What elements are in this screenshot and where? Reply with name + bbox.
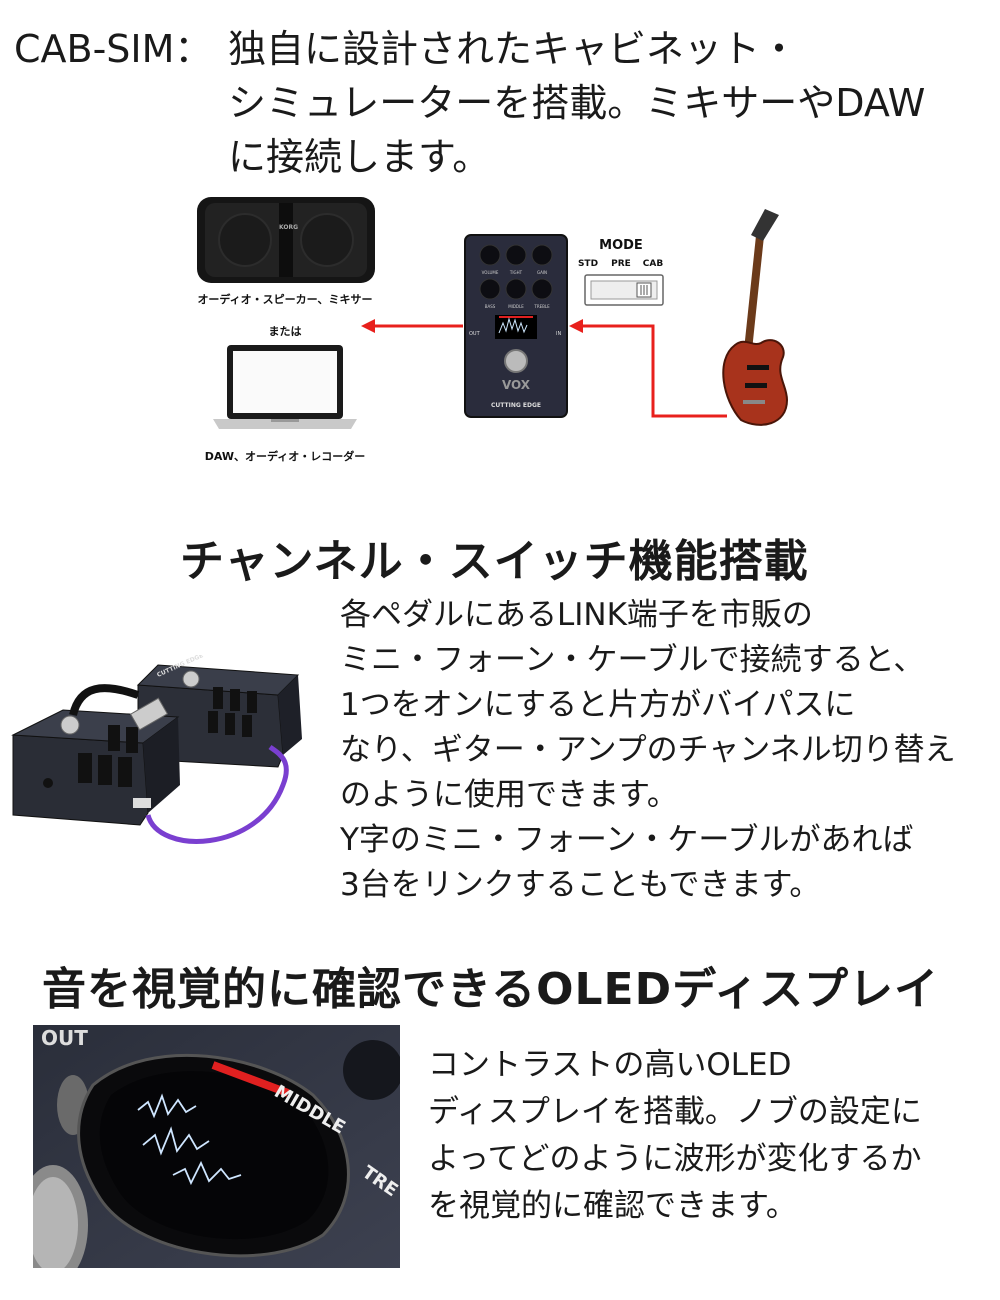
oled-heading: 音を視覚的に確認できるOLEDディスプレイ bbox=[42, 964, 940, 1015]
guitar-image bbox=[722, 209, 789, 426]
jack-in-label: IN bbox=[556, 331, 561, 337]
channel-heading: チャンネル・スイッチ機能搭載 bbox=[180, 536, 809, 587]
oled-description: コントラストの高いOLED ディスプレイを搭載。ノブの設定に よってどのように波… bbox=[428, 1042, 922, 1230]
knob-label: VOLUME bbox=[482, 270, 499, 275]
signal-arrows bbox=[371, 324, 727, 418]
knob-label: MIDDLE bbox=[508, 304, 524, 309]
mode-title: MODE bbox=[599, 238, 643, 253]
knob-label: TREBLE bbox=[533, 304, 550, 309]
channel-line: Y字のミニ・フォーン・ケーブルがあれば bbox=[340, 822, 914, 858]
cabsim-line: に接続します。 bbox=[228, 135, 491, 179]
or-label: または bbox=[269, 325, 302, 338]
speaker-image: KORG bbox=[197, 197, 375, 283]
knob-label: BASS bbox=[485, 304, 496, 309]
pedal-brand: VOX bbox=[502, 378, 531, 392]
speaker-caption: オーディオ・スピーカー、ミキサー bbox=[197, 292, 372, 306]
cabsim-label: CAB-SIM： bbox=[14, 27, 213, 71]
mode-option-std: STD bbox=[578, 259, 598, 269]
arrow-head-left bbox=[361, 319, 375, 333]
oled-display bbox=[495, 315, 537, 339]
channel-line: ミニ・フォーン・ケーブルで接続すると、 bbox=[340, 642, 925, 678]
speaker-brand: KORG bbox=[279, 224, 298, 231]
link-cable-black bbox=[69, 684, 140, 717]
pedal-front bbox=[11, 709, 180, 826]
channel-line: 各ペダルにあるLINK端子を市販の bbox=[340, 597, 813, 633]
jack-out-label: OUT bbox=[469, 331, 481, 337]
mode-option-cab: CAB bbox=[643, 259, 664, 269]
channel-line: 3台をリンクすることもできます。 bbox=[340, 867, 821, 903]
oled-line: ディスプレイを搭載。ノブの設定に bbox=[428, 1094, 922, 1130]
pedal-image: VOLUME TIGHT GAIN BASS MIDDLE TREBLE VOX… bbox=[464, 234, 568, 418]
channel-line: のように使用できます。 bbox=[340, 777, 678, 813]
oled-red-bar bbox=[211, 1061, 290, 1097]
channel-line: なり、ギター・アンプのチャンネル切り替え bbox=[340, 732, 956, 768]
link-cable-purple bbox=[145, 744, 289, 844]
connection-diagram: KORG オーディオ・スピーカー、ミキサー または DAW、オーディオ・レコーダ… bbox=[197, 197, 789, 463]
knob-closeup bbox=[343, 1040, 400, 1100]
oled-line: コントラストの高いOLED bbox=[428, 1047, 792, 1083]
linked-pedals-photo: CUTTING EDGE bbox=[11, 655, 302, 844]
mode-option-pre: PRE bbox=[611, 259, 631, 269]
knob-label: TIGHT bbox=[509, 270, 523, 275]
footswitch bbox=[504, 349, 528, 373]
cabsim-description: 独自に設計されたキャビネット・ シミュレーターを搭載。ミキサーやDAW に接続し… bbox=[228, 22, 968, 184]
channel-description: 各ペダルにあるLINK端子を市販の ミニ・フォーン・ケーブルで接続すると、 1つ… bbox=[340, 593, 956, 908]
channel-line: 1つをオンにすると片方がバイパスに bbox=[340, 687, 856, 723]
mode-switch bbox=[584, 274, 664, 306]
knob-label: GAIN bbox=[537, 270, 547, 275]
laptop-caption: DAW、オーディオ・レコーダー bbox=[205, 449, 366, 463]
oled-line: よってどのように波形が変化するか bbox=[428, 1141, 922, 1177]
oled-waveform bbox=[137, 1093, 242, 1186]
oled-closeup-photo: OUT MIDDLE TRE bbox=[33, 1025, 400, 1268]
cabsim-line: シミュレーターを搭載。ミキサーやDAW bbox=[228, 81, 926, 125]
pedal-name: CUTTING EDGE bbox=[491, 402, 541, 409]
oled-line: を視覚的に確認できます。 bbox=[428, 1188, 797, 1224]
laptop-image bbox=[213, 345, 357, 429]
cabsim-line: 独自に設計されたキャビネット・ bbox=[228, 27, 799, 71]
arrow-head-pedal bbox=[569, 319, 583, 333]
photo-label-out: OUT bbox=[41, 1026, 88, 1050]
